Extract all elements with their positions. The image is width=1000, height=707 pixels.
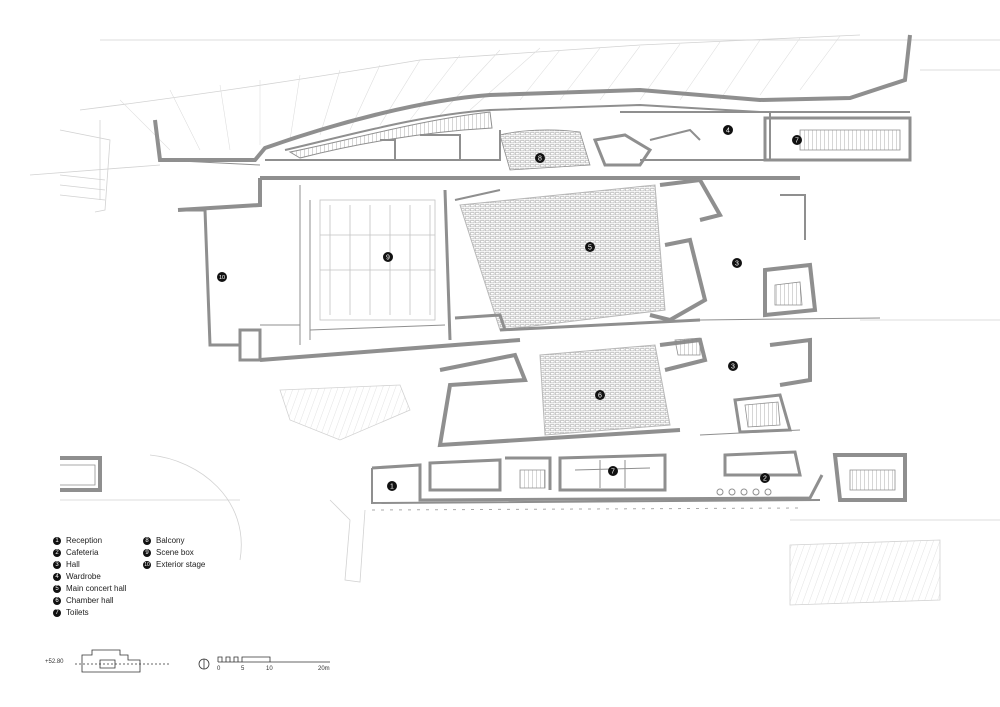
- scale-tick-10: 10: [266, 666, 273, 672]
- scale-bar: [198, 656, 330, 670]
- svg-text:3: 3: [735, 261, 739, 268]
- svg-text:7: 7: [795, 138, 799, 145]
- svg-text:2: 2: [763, 476, 767, 483]
- marker-3a: 3: [732, 258, 742, 268]
- scene-box: [319, 199, 436, 321]
- legend-item: 9 Scene box: [143, 547, 205, 559]
- section-level-label: +52.80: [45, 659, 64, 665]
- north-wing: [153, 34, 912, 171]
- legend-item: 4 Wardrobe: [53, 571, 126, 583]
- main-building-walls: [177, 176, 806, 362]
- legend-label: Cafeteria: [66, 548, 99, 557]
- legend-col-2: 8 Balcony 9 Scene box 10 Exterior stage: [143, 535, 205, 571]
- legend-item: 3 Hall: [53, 559, 126, 571]
- legend-item: 2 Cafeteria: [53, 547, 126, 559]
- legend-label: Scene box: [156, 548, 194, 557]
- legend-number: 9: [143, 549, 151, 557]
- legend-number: 10: [143, 561, 151, 569]
- legend-label: Wardrobe: [66, 572, 101, 581]
- svg-text:5: 5: [588, 245, 592, 252]
- svg-text:1: 1: [390, 484, 394, 491]
- legend-number: 5: [53, 585, 61, 593]
- svg-text:10: 10: [219, 275, 225, 281]
- svg-text:8: 8: [538, 156, 542, 163]
- section-key: [75, 649, 170, 673]
- legend-number: 4: [53, 573, 61, 581]
- legend-item: 1 Reception: [53, 535, 126, 547]
- legend-number: 6: [53, 597, 61, 605]
- legend-item: 5 Main concert hall: [53, 583, 126, 595]
- svg-text:6: 6: [598, 393, 602, 400]
- marker-4: 4: [723, 125, 733, 135]
- legend-label: Toilets: [66, 608, 89, 617]
- scale-tick-5: 5: [241, 666, 245, 672]
- svg-text:4: 4: [726, 128, 730, 135]
- chamber-hall: [437, 337, 708, 448]
- legend-item: 10 Exterior stage: [143, 559, 205, 571]
- legend-label: Balcony: [156, 536, 185, 545]
- marker-9: 9: [383, 252, 393, 262]
- legend-item: 6 Chamber hall: [53, 595, 126, 607]
- site-fan-lines: [119, 35, 841, 151]
- hall-area: [699, 262, 881, 436]
- legend-number: 7: [53, 609, 61, 617]
- plan-markers: 1 2 3 3 4 5 6 7 7 8 9 10: [217, 125, 802, 491]
- legend-label: Main concert hall: [66, 584, 127, 593]
- marker-6: 6: [595, 390, 605, 400]
- legend-number: 8: [143, 537, 151, 545]
- marker-2: 2: [760, 473, 770, 483]
- main-concert-hall: [454, 177, 724, 332]
- scale-tick-0: 0: [217, 666, 221, 672]
- detached-blocks: [60, 453, 907, 502]
- marker-1: 1: [387, 481, 397, 491]
- legend-label: Exterior stage: [156, 560, 206, 569]
- marker-3b: 3: [728, 361, 738, 371]
- legend-item: 7 Toilets: [53, 607, 126, 619]
- legend-label: Chamber hall: [66, 596, 114, 605]
- legend-number: 1: [53, 537, 61, 545]
- svg-text:7: 7: [611, 469, 615, 476]
- south-wing: [371, 450, 824, 511]
- marker-10: 10: [217, 272, 227, 282]
- marker-7a: 7: [792, 135, 802, 145]
- svg-text:9: 9: [386, 255, 390, 262]
- legend-label: Reception: [66, 536, 103, 545]
- marker-7b: 7: [608, 466, 618, 476]
- legend-label: Hall: [66, 560, 80, 569]
- legend-item: 8 Balcony: [143, 535, 205, 547]
- marker-5: 5: [585, 242, 595, 252]
- scale-tick-20m: 20m: [318, 666, 330, 672]
- marker-8: 8: [535, 153, 545, 163]
- legend-number: 3: [53, 561, 61, 569]
- svg-text:3: 3: [731, 364, 735, 371]
- site-context: [29, 34, 1000, 606]
- legend-number: 2: [53, 549, 61, 557]
